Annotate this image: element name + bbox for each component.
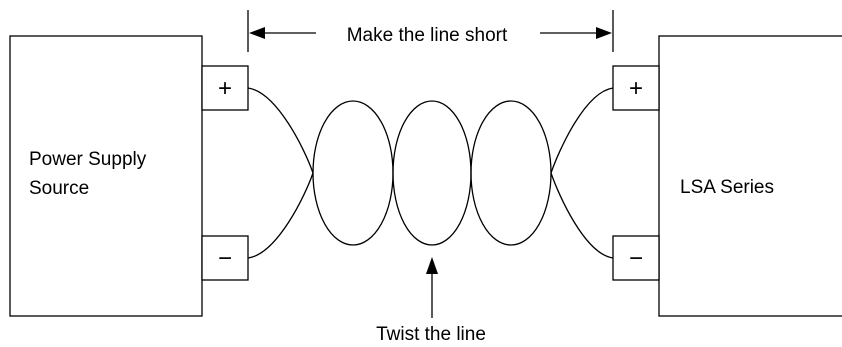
wire-left-lower (247, 172, 314, 259)
source-negative-symbol: − (218, 245, 232, 272)
twist-loop-3 (470, 100, 552, 246)
twist-loop-1 (312, 100, 394, 246)
source-negative-terminal (201, 235, 249, 281)
twist-line-label: Twist the line (376, 324, 486, 345)
source-positive-symbol: + (218, 75, 232, 102)
load-negative-symbol: − (629, 245, 643, 272)
wire-right-lower (550, 172, 614, 259)
power-supply-label-line1: Power Supply (29, 149, 147, 170)
dimension-arrowhead-left (249, 27, 265, 39)
twist-loop-2 (392, 100, 472, 246)
length-dimension (247, 10, 614, 52)
twisted-pair-wire (247, 87, 614, 259)
twist-pointer-head (426, 257, 438, 274)
make-line-short-label: Make the line short (347, 25, 508, 46)
load-positive-symbol: + (629, 75, 643, 102)
source-positive-terminal (201, 65, 249, 111)
power-supply-box (9, 35, 203, 317)
load-positive-terminal (612, 65, 660, 111)
dimension-arrowhead-right (596, 27, 612, 39)
wire-left-upper (247, 87, 314, 174)
twist-pointer-arrow (426, 257, 438, 318)
wire-right-upper (550, 87, 614, 174)
lsa-series-label: LSA Series (680, 177, 774, 198)
lsa-series-box (658, 35, 842, 317)
load-negative-terminal (612, 235, 660, 281)
power-supply-label-line2: Source (29, 178, 89, 199)
